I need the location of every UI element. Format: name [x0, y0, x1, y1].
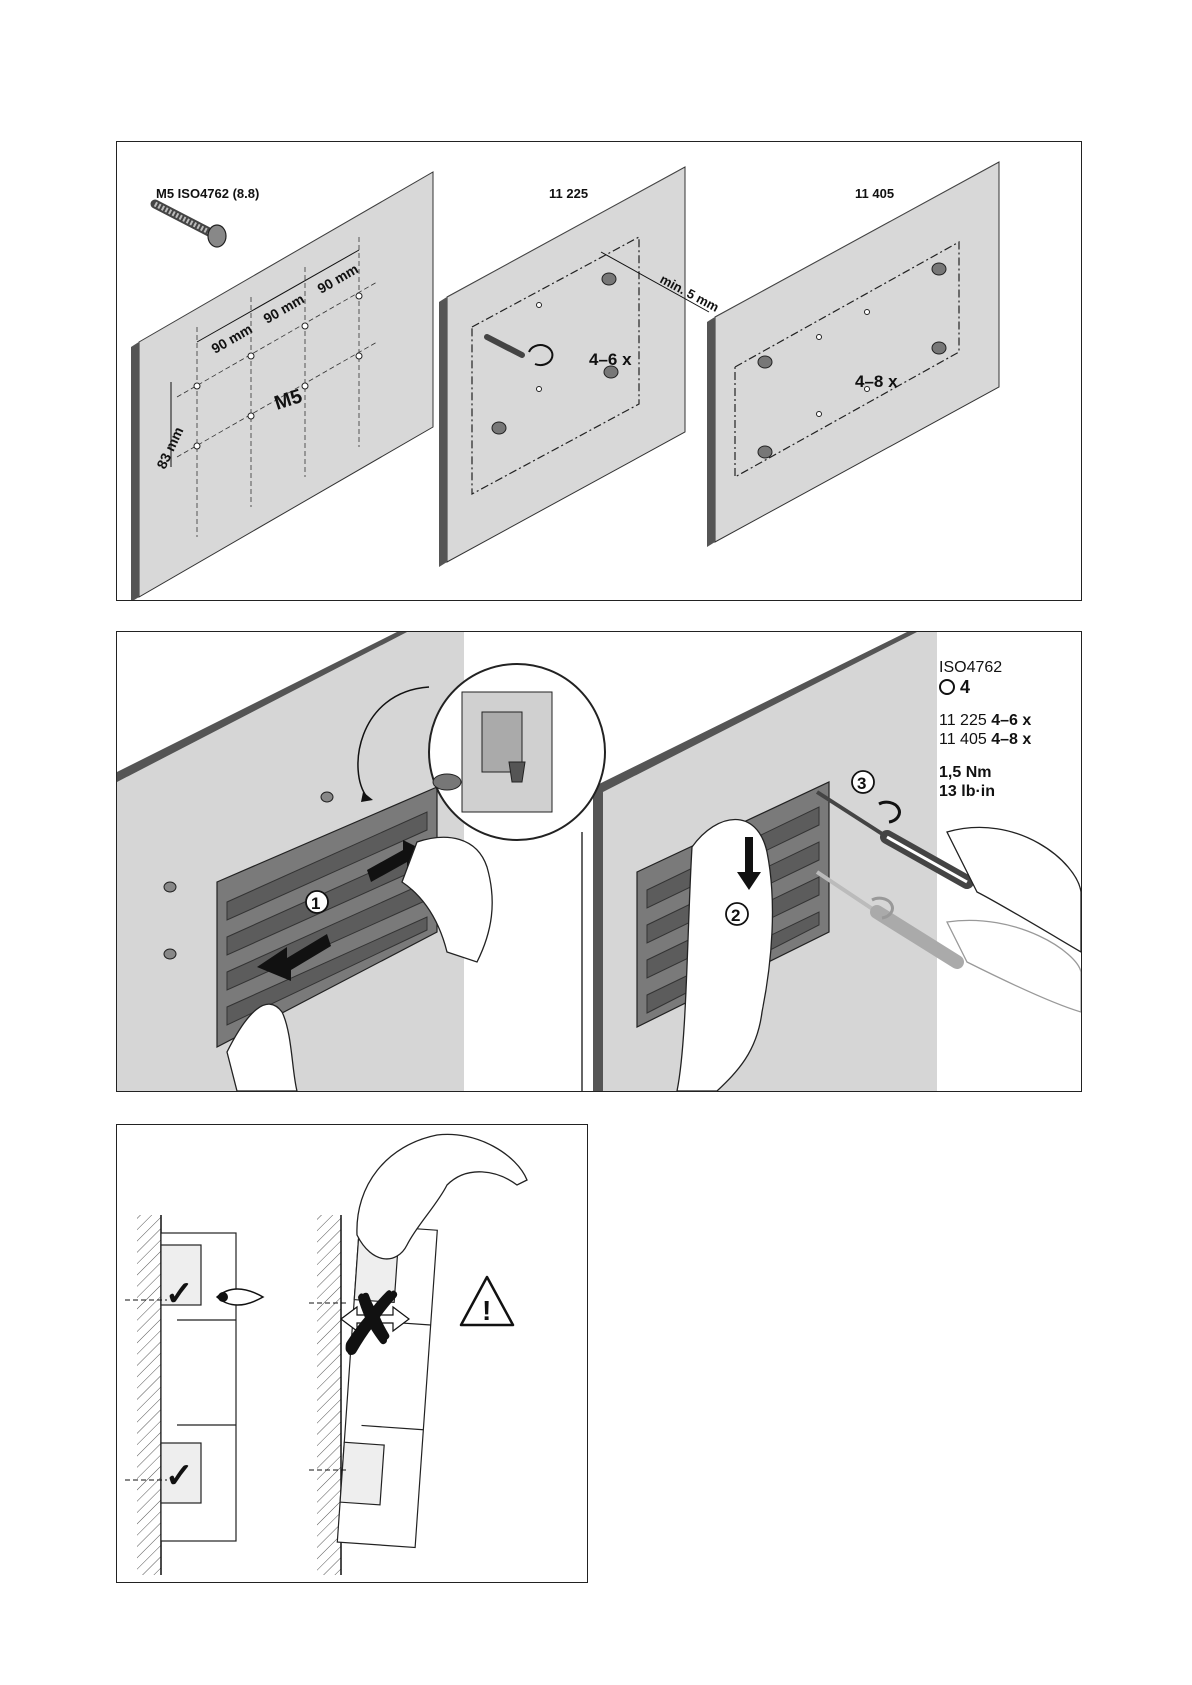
spec-row-1: 11 405 4–8 x — [939, 730, 1031, 749]
spec-row-count: 4–6 x — [991, 712, 1031, 729]
drill-pattern-illustration: M5 ISO4762 (8.8) 90 mm 90 mm 90 mm 83 mm… — [117, 142, 1081, 600]
screw-count-large: 4–8 x — [855, 372, 898, 391]
eye-icon — [217, 1289, 263, 1305]
mounting-steps-illustration: 1 2 — [117, 632, 1081, 1091]
spec-row-model: 11 225 — [939, 712, 987, 729]
hex-socket-icon — [939, 679, 955, 695]
wall-section-left — [137, 1215, 161, 1575]
wrong-cross-mark: ✗ — [337, 1277, 407, 1371]
warning-symbol: ! — [482, 1295, 491, 1326]
spec-hex-row: 4 — [939, 678, 1031, 697]
hand-pull-icon — [357, 1134, 527, 1259]
panel-mounting-steps: 1 2 — [116, 631, 1082, 1092]
model-label-large: 11 405 — [855, 186, 894, 201]
check-mark-top: ✓ — [165, 1275, 194, 1313]
seating-check-illustration: ✓ ✓ ✗ ! — [117, 1125, 587, 1582]
spec-row-count: 4–8 x — [991, 731, 1031, 748]
warning-icon: ! — [461, 1277, 513, 1326]
enclosure-side-wrong — [337, 1225, 437, 1548]
screw-spec-label: M5 ISO4762 (8.8) — [156, 186, 259, 201]
torque-lbin: 13 lb·in — [939, 782, 1031, 801]
torque-nm: 1,5 Nm — [939, 763, 1031, 782]
wall-section-right — [317, 1215, 341, 1575]
screw-count-small: 4–6 x — [589, 350, 632, 369]
check-mark-bottom: ✓ — [165, 1457, 194, 1495]
spec-hex-size: 4 — [960, 677, 970, 697]
wall-1 — [131, 172, 433, 600]
step-1-label: 1 — [311, 894, 320, 913]
step-2-label: 2 — [731, 906, 740, 925]
panel-drill-pattern: M5 ISO4762 (8.8) 90 mm 90 mm 90 mm 83 mm… — [116, 141, 1082, 601]
model-label-small: 11 225 — [549, 186, 588, 201]
spec-standard: ISO4762 — [939, 658, 1031, 677]
spec-block: ISO4762 4 11 225 4–6 x 11 405 4–8 x 1,5 … — [939, 658, 1031, 801]
spec-row-model: 11 405 — [939, 731, 987, 748]
m5-screw-icon — [155, 204, 226, 247]
spec-row-0: 11 225 4–6 x — [939, 711, 1031, 730]
panel-seating-check: ✓ ✓ ✗ ! — [116, 1124, 588, 1583]
step-3-label: 3 — [857, 774, 866, 793]
wall-2 — [439, 167, 685, 567]
